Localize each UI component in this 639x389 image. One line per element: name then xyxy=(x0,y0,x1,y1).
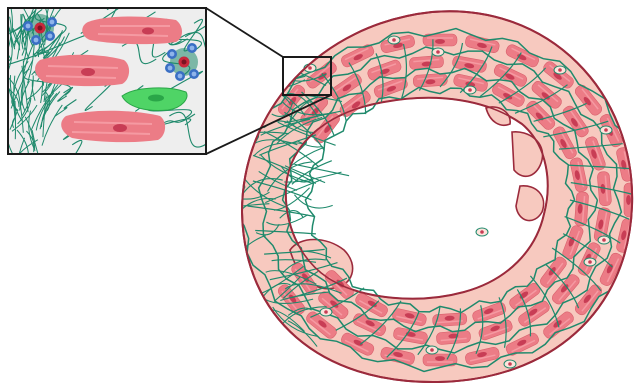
smooth-muscle-cell xyxy=(409,55,444,70)
smooth-muscle-cell xyxy=(436,330,471,345)
vessel-cross-section xyxy=(237,11,639,382)
smooth-muscle-cell xyxy=(624,183,636,217)
zoom-line-top xyxy=(206,8,283,57)
magnified-inset xyxy=(0,0,224,165)
smooth-muscle-cell xyxy=(413,73,448,87)
